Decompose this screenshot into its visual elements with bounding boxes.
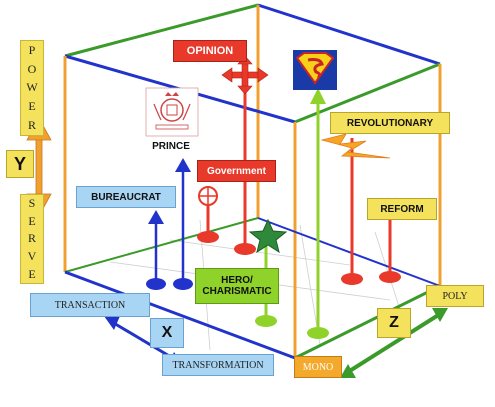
x-axis-label: X	[150, 318, 184, 348]
superman-pole	[307, 88, 329, 339]
green-star-icon	[248, 218, 288, 254]
prince-label: PRINCE	[152, 140, 190, 152]
bureaucrat-label: BUREAUCRAT	[76, 186, 176, 208]
reform-pole	[379, 220, 401, 283]
prince-pole	[173, 158, 193, 290]
serve-letter: E	[28, 266, 36, 281]
serve-label: S E R V E	[20, 194, 44, 284]
power-letter: O	[27, 61, 37, 76]
power-letter: W	[26, 80, 38, 95]
hero-label-line2: CHARISMATIC	[202, 286, 272, 297]
royal-crest-icon	[145, 87, 199, 137]
poly-label: POLY	[426, 285, 484, 307]
superman-shield-icon	[293, 50, 337, 90]
reform-label: REFORM	[367, 198, 437, 220]
power-label: P O W E R	[20, 40, 44, 136]
serve-letter: E	[28, 213, 36, 228]
serve-letter: S	[28, 196, 36, 211]
bureaucrat-pole	[146, 210, 166, 290]
opinion-label: OPINION	[173, 40, 247, 62]
serve-letter: V	[27, 249, 37, 264]
crosshair-icon	[198, 186, 218, 206]
serve-letter: R	[27, 231, 36, 246]
power-letter: E	[28, 99, 36, 114]
hero-label-line1: HERO/	[221, 275, 253, 286]
lightning-bolt-icon	[320, 133, 391, 159]
power-letter: R	[27, 118, 36, 133]
transaction-label: TRANSACTION	[30, 293, 150, 317]
transformation-label: TRANSFORMATION	[162, 354, 274, 376]
revolutionary-label: REVOLUTIONARY	[330, 112, 450, 134]
z-axis-arrow	[340, 308, 448, 378]
cube-back-edges	[63, 3, 442, 360]
government-label: Government	[197, 160, 276, 182]
y-axis-label: Y	[6, 150, 34, 178]
mono-label: MONO	[294, 356, 342, 378]
z-axis-label: Z	[377, 308, 411, 338]
hero-charismatic-label: HERO/ CHARISMATIC	[195, 268, 279, 304]
revolutionary-pole	[341, 138, 363, 285]
power-letter: P	[28, 42, 36, 57]
four-way-arrow-icon	[221, 55, 269, 95]
